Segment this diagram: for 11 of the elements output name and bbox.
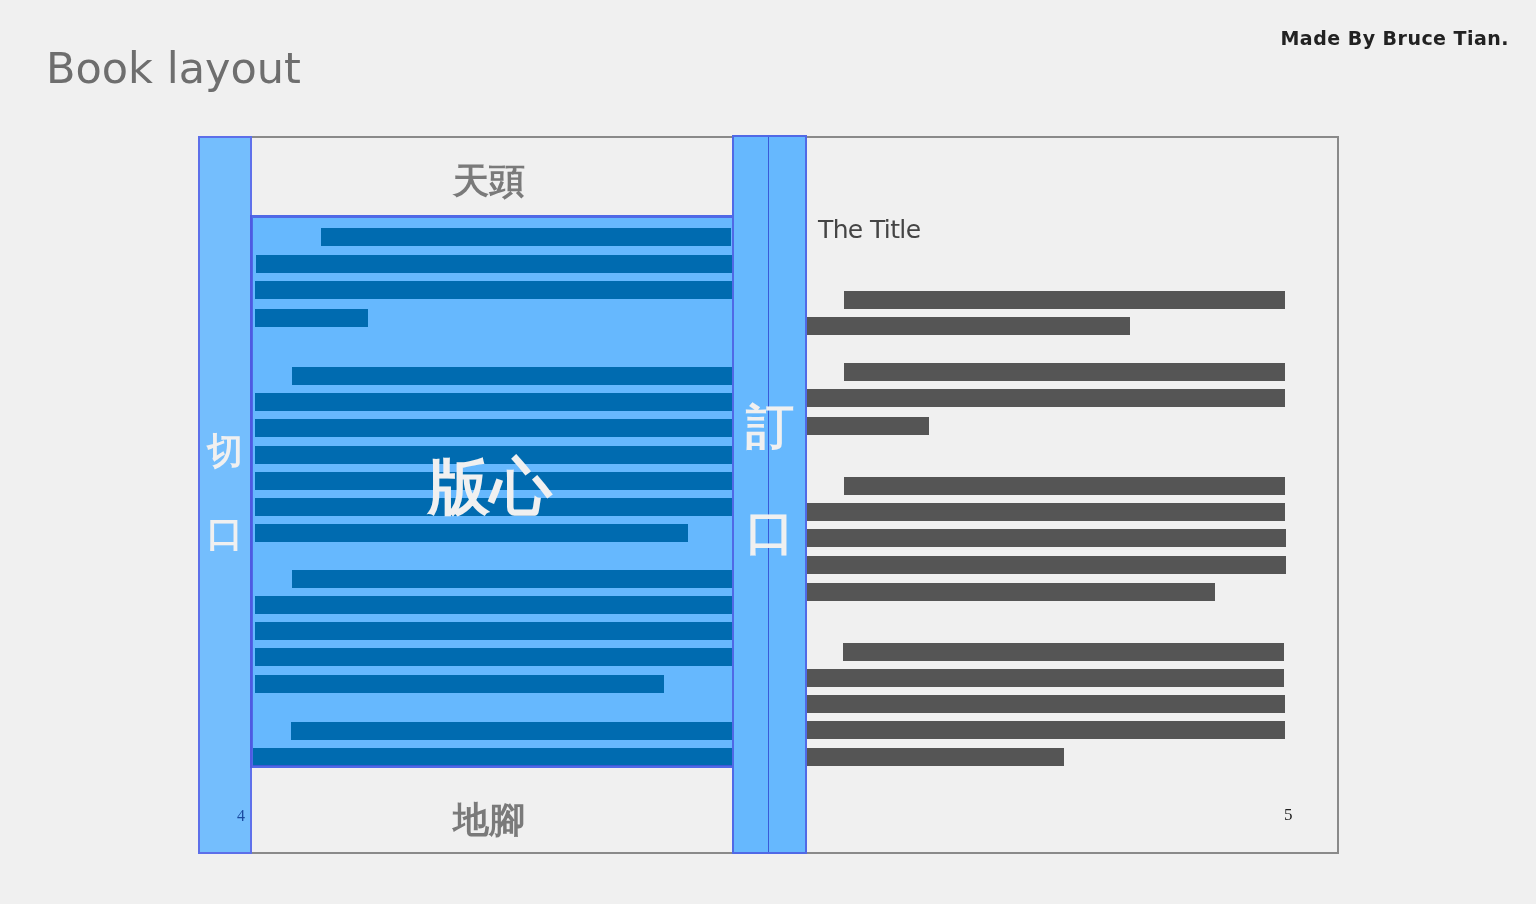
band-label: 切口 (207, 429, 243, 556)
page-number: 4 (237, 806, 245, 826)
margin-band (732, 135, 807, 854)
type-area-label: 版心 (428, 449, 552, 525)
page-number: 5 (1284, 804, 1293, 826)
diagram-title: Book layout (46, 42, 301, 95)
foot-margin-label: 地腳 (451, 798, 526, 842)
head-margin-label: 天頭 (451, 159, 526, 203)
page-title: The Title (818, 214, 921, 246)
author-credit: Made By Bruce Tian. (1280, 26, 1509, 51)
margin-band (198, 136, 252, 854)
